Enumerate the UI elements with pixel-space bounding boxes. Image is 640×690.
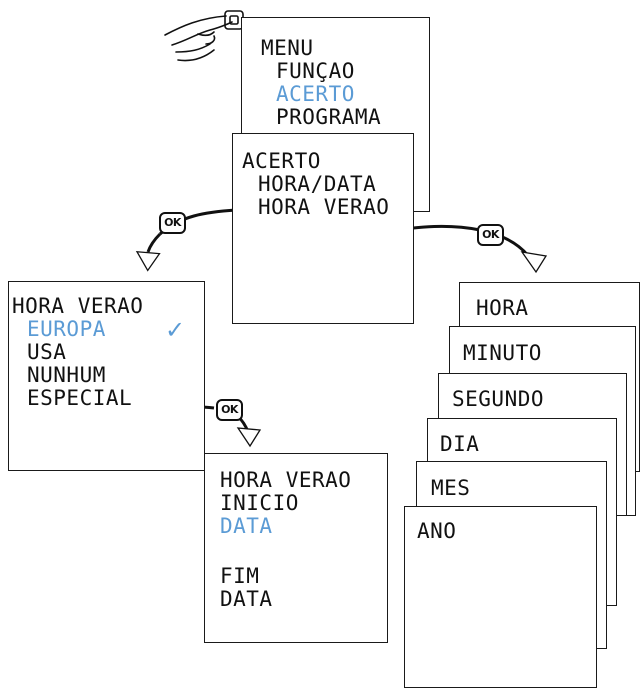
- checkmark-icon: ✓: [165, 316, 185, 344]
- hora-verao-title: HORA VERAO: [12, 296, 143, 317]
- hora-verao-item-usa[interactable]: USA: [27, 342, 66, 363]
- ok-button-icon: OK: [159, 212, 186, 234]
- stack-card-ano-label: ANO: [417, 521, 456, 542]
- stack-card-dia-label: DIA: [440, 434, 479, 455]
- especial-fim: FIM: [220, 566, 259, 587]
- menu-item-funcao[interactable]: FUNÇAO: [276, 61, 355, 82]
- acerto-item-hora-data[interactable]: HORA/DATA: [258, 174, 376, 195]
- stack-card-mes-label: MES: [431, 478, 470, 499]
- menu-item-acerto[interactable]: ACERTO: [276, 84, 355, 105]
- acerto-item-hora-verao[interactable]: HORA VERAO: [258, 197, 389, 218]
- stack-card-minuto-label: MINUTO: [463, 343, 542, 364]
- arrowhead-to-especial: [238, 428, 260, 446]
- ok-button-icon: OK: [477, 224, 504, 246]
- menu-title: MENU: [261, 38, 314, 59]
- especial-inicio-data[interactable]: DATA: [220, 516, 273, 537]
- hora-verao-item-nunhum[interactable]: NUNHUM: [27, 365, 106, 386]
- especial-fim-data[interactable]: DATA: [220, 589, 273, 610]
- menu-item-programa[interactable]: PROGRAMA: [276, 107, 381, 128]
- stack-card-hora-label: HORA: [476, 298, 529, 319]
- hand-press-icon: [165, 11, 243, 61]
- arrowhead-to-stack: [522, 252, 546, 272]
- hora-verao-item-especial[interactable]: ESPECIAL: [27, 388, 132, 409]
- stack-card-segundo-label: SEGUNDO: [452, 389, 544, 410]
- ok-button-icon: OK: [216, 399, 243, 421]
- especial-title: HORA VERAO: [220, 470, 351, 491]
- especial-inicio: INICIO: [220, 493, 299, 514]
- hora-verao-item-europa[interactable]: EUROPA: [27, 319, 106, 340]
- acerto-title: ACERTO: [242, 151, 321, 172]
